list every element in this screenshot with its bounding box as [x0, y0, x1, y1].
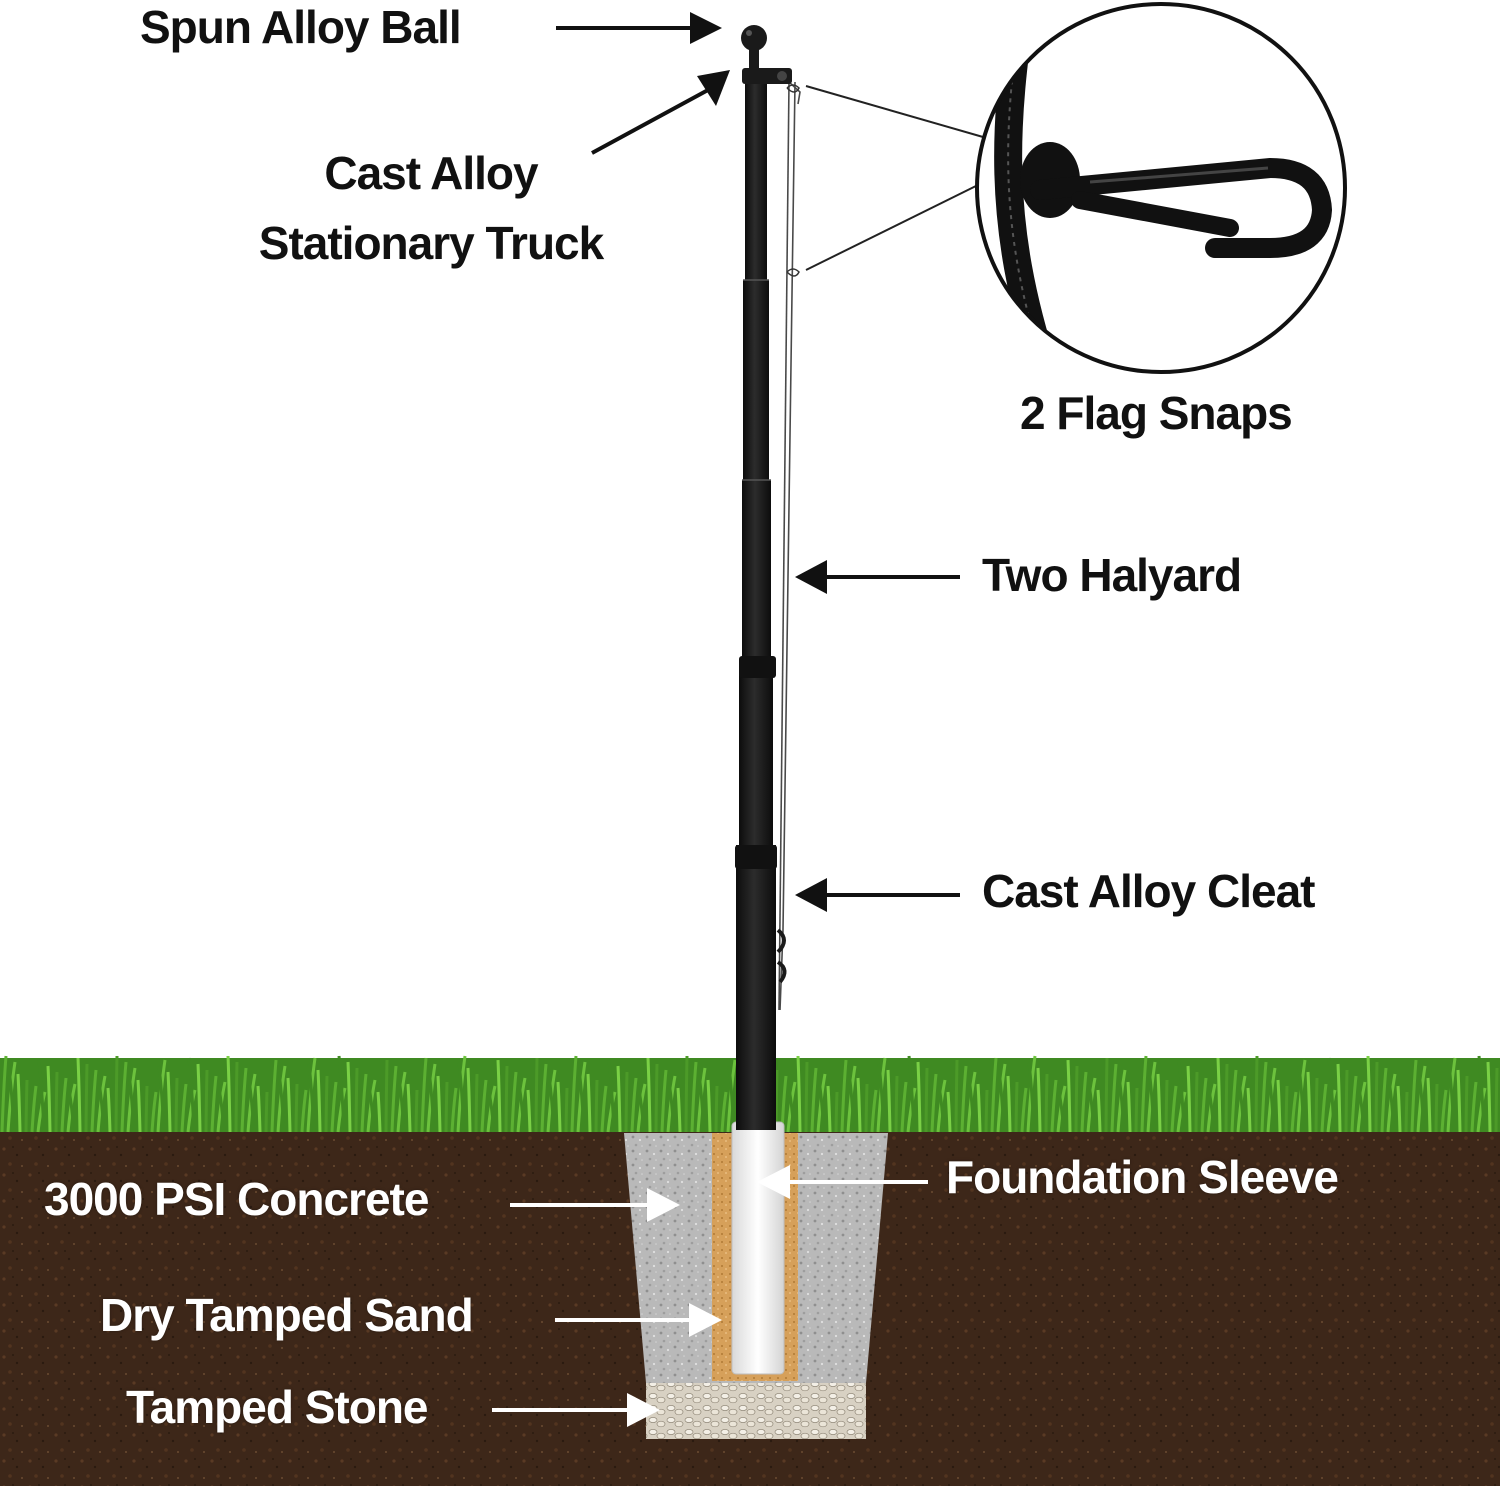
- flag-snap-zoom: [975, 2, 1347, 374]
- label-foundation-sleeve: Foundation Sleeve: [946, 1151, 1339, 1203]
- ball-stem: [749, 50, 759, 68]
- tamped-stone: [646, 1383, 866, 1439]
- arrow-cleat: [795, 878, 827, 912]
- label-tamped-stone: Tamped Stone: [126, 1381, 429, 1433]
- zoom-callout-line-top: [805, 85, 984, 138]
- label-truck-line1: Cast Alloy: [324, 147, 538, 199]
- label-concrete: 3000 PSI Concrete: [44, 1173, 429, 1225]
- arrow-concrete: [647, 1188, 680, 1222]
- spun-alloy-ball: [741, 25, 767, 51]
- arrow-sand: [689, 1303, 722, 1337]
- arrows-dark: [556, 12, 960, 912]
- flag-snap-top: [786, 84, 800, 93]
- label-two-halyard: Two Halyard: [982, 549, 1242, 601]
- zoom-callout-line-bottom: [805, 182, 983, 271]
- label-flag-snaps: 2 Flag Snaps: [1020, 387, 1293, 439]
- arrow-ball: [690, 12, 722, 44]
- arrow-sleeve: [757, 1165, 790, 1199]
- label-dry-tamped-sand: Dry Tamped Sand: [100, 1289, 474, 1341]
- arrow-truck: [697, 70, 730, 106]
- stationary-truck: [742, 68, 792, 84]
- halyard: [778, 81, 801, 1011]
- arrow-stone: [627, 1393, 660, 1427]
- flag-snap-bottom: [786, 268, 800, 277]
- arrow-halyard: [795, 560, 827, 594]
- foundation-sleeve: [731, 1121, 785, 1375]
- cleat: [776, 928, 787, 984]
- label-truck-line2: Stationary Truck: [258, 217, 604, 269]
- flagpole: [735, 80, 777, 1130]
- label-spun-alloy-ball: Spun Alloy Ball: [140, 1, 462, 53]
- arrows-light: [492, 1165, 928, 1427]
- label-cast-alloy-cleat: Cast Alloy Cleat: [982, 865, 1316, 917]
